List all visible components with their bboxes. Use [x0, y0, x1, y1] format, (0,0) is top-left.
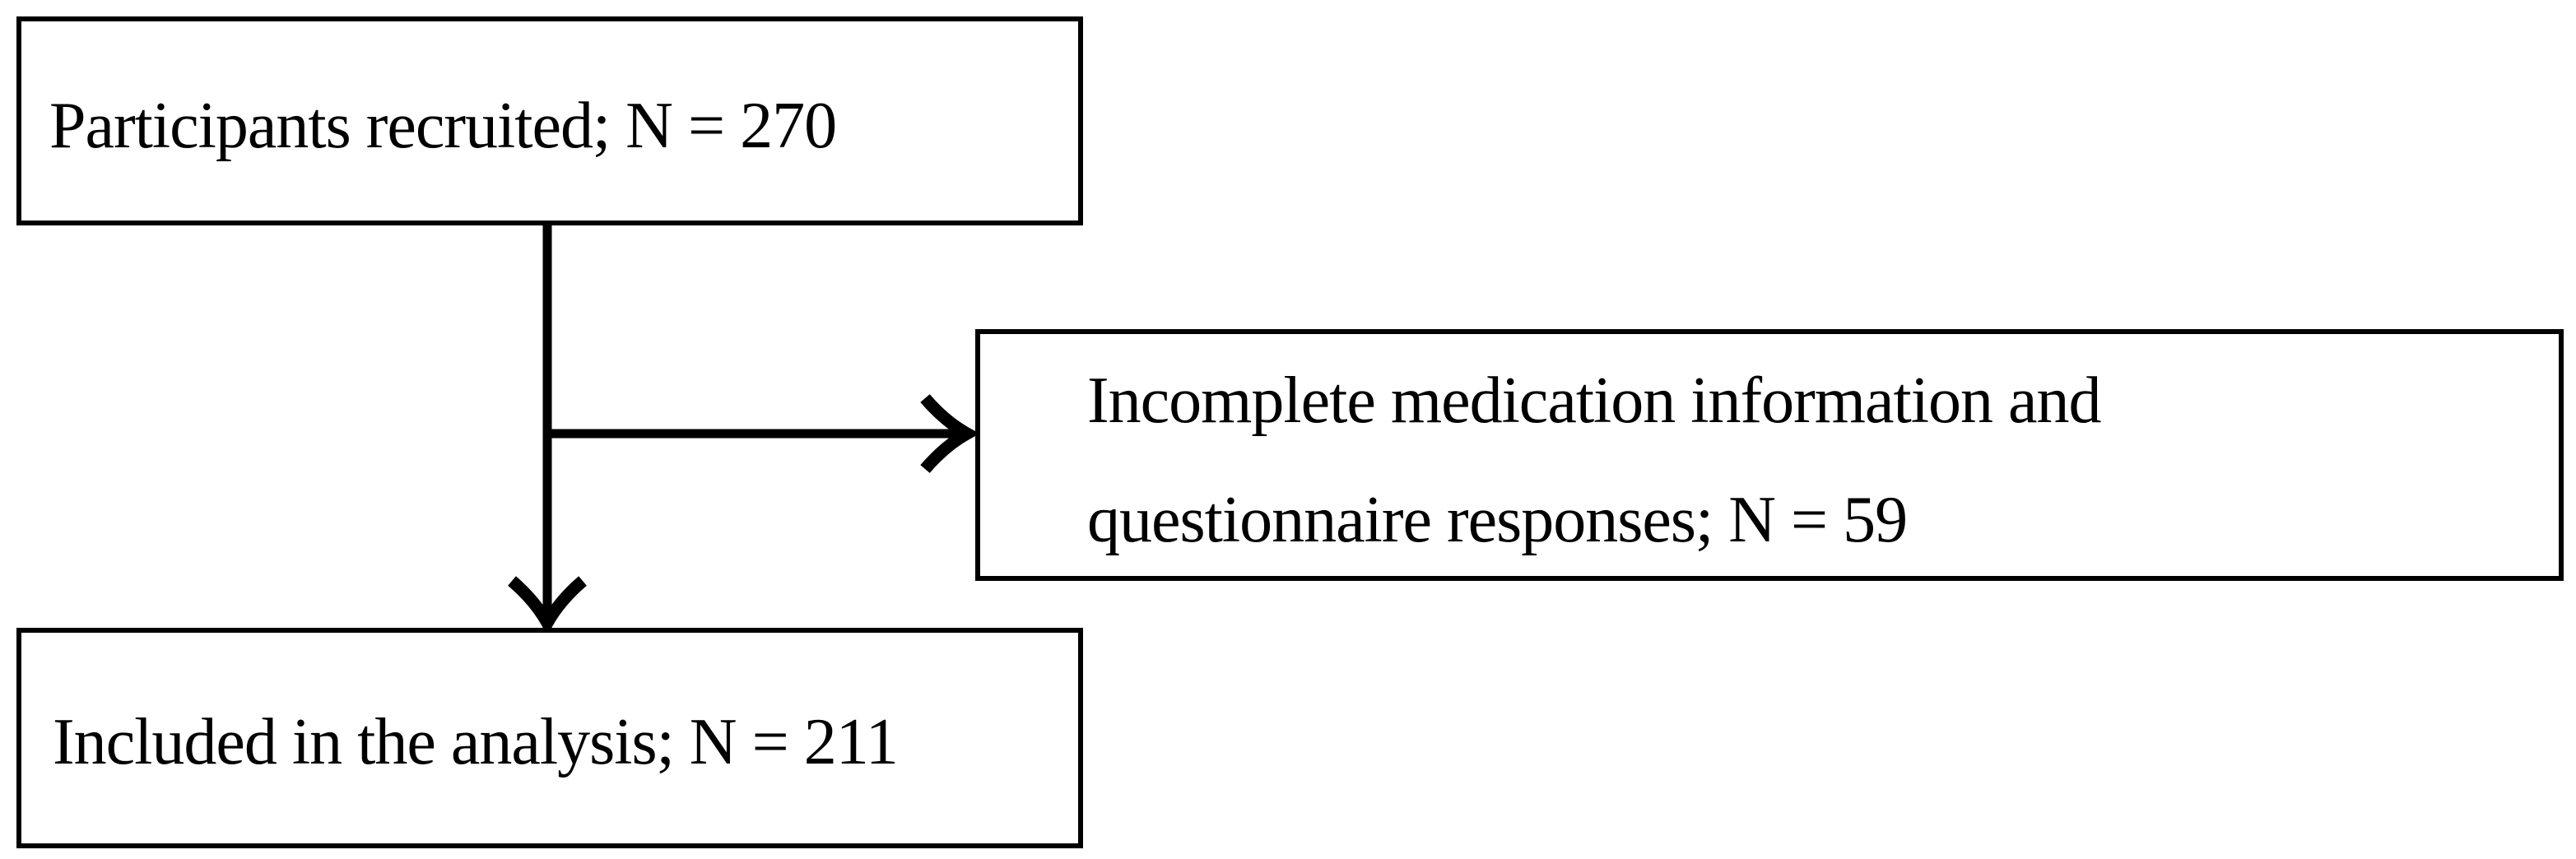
node-included-in-analysis-label: Included in the analysis; N = 211: [53, 706, 899, 778]
node-excluded-label-line2: questionnaire responses; N = 59: [1087, 484, 1908, 556]
node-participants-recruited-label: Participants recruited; N = 270: [49, 90, 837, 162]
node-excluded-label-line1: Incomplete medication information and: [1087, 364, 2101, 437]
node-participants-recruited: Participants recruited; N = 270: [16, 16, 1083, 225]
node-included-in-analysis: Included in the analysis; N = 211: [16, 628, 1083, 848]
node-excluded: Incomplete medication information and qu…: [975, 329, 2564, 581]
arrow-recruited-to-excluded: [543, 394, 980, 473]
arrow-recruited-to-included: [508, 225, 587, 636]
